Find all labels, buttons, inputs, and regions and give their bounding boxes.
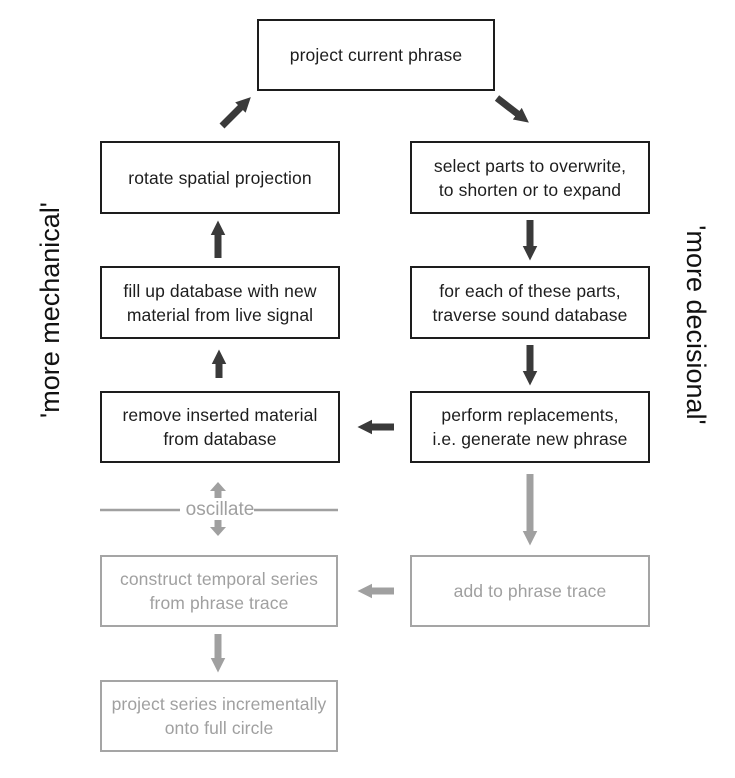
box-remove-inserted-material: remove inserted material from database xyxy=(100,391,340,463)
oscillate-down-arrow-icon xyxy=(210,520,226,536)
oscillate-label: oscillate xyxy=(185,499,255,520)
box-traverse-sound-database: for each of these parts, traverse sound … xyxy=(410,266,650,339)
arrow-left1-to-top-icon xyxy=(219,97,251,129)
box-rotate-spatial-projection: rotate spatial projection xyxy=(100,141,340,214)
box-perform-replacements: perform replacements, i.e. generate new … xyxy=(410,391,650,463)
box-project-current-phrase: project current phrase xyxy=(257,19,495,91)
box-add-to-phrase-trace: add to phrase trace xyxy=(410,555,650,627)
left-axis-label-more-mechanical: 'more mechanical' xyxy=(34,202,65,418)
box-select-parts: select parts to overwrite, to shorten or… xyxy=(410,141,650,214)
right-axis-label-more-decisional: 'more decisional' xyxy=(681,225,712,425)
box-fill-up-database: fill up database with new material from … xyxy=(100,266,340,339)
oscillate-up-arrow-icon xyxy=(210,482,226,498)
box-project-series-incrementally: project series incrementally onto full c… xyxy=(100,680,338,752)
box-construct-temporal-series: construct temporal series from phrase tr… xyxy=(100,555,338,627)
arrow-top-to-right1-icon xyxy=(494,95,529,123)
